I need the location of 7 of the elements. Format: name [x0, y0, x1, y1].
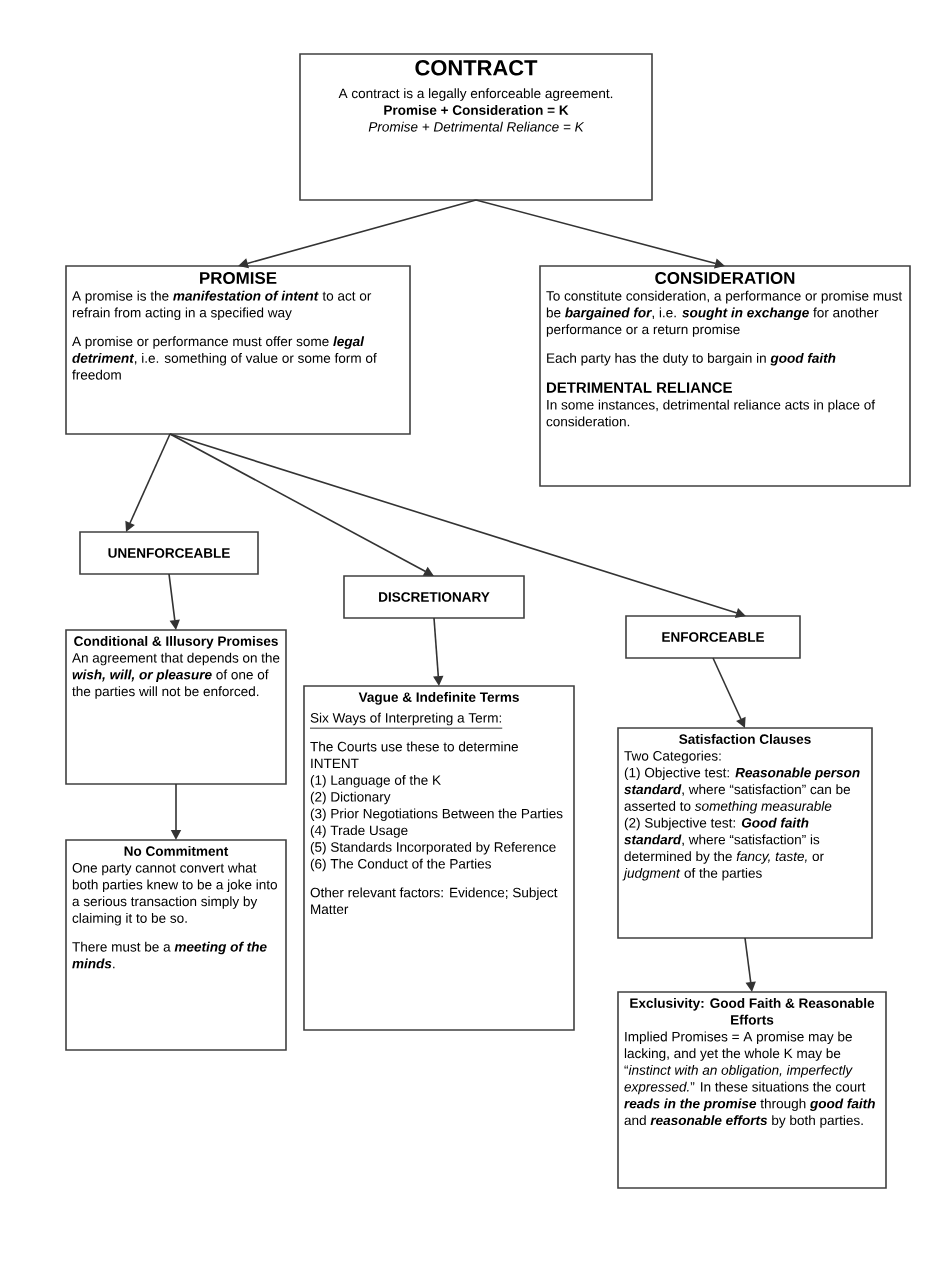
arrow — [238, 199, 477, 269]
arrow — [169, 433, 434, 576]
arrow — [168, 573, 180, 630]
arrow — [125, 433, 171, 532]
arrow — [712, 657, 746, 728]
arrow — [475, 199, 725, 269]
arrow — [169, 433, 746, 618]
